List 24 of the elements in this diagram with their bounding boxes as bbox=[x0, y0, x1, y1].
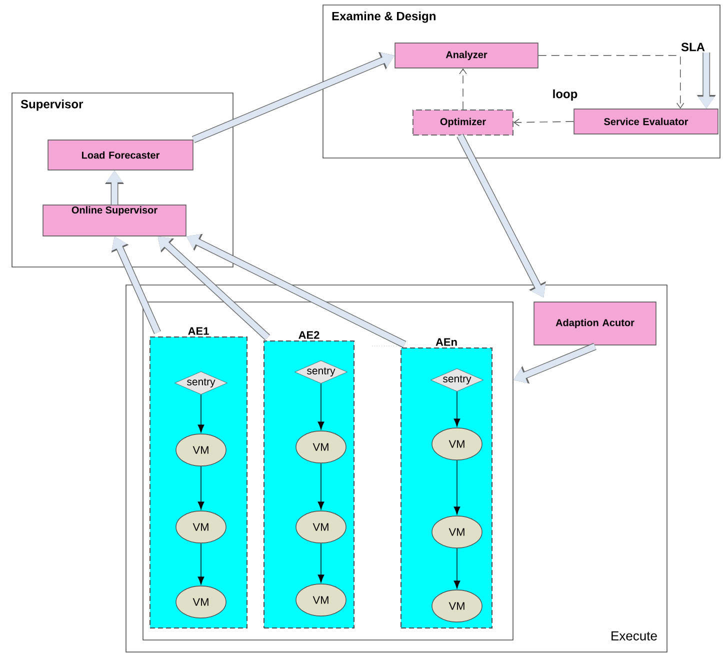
arrow bbox=[198, 394, 204, 433]
arrow bbox=[198, 466, 204, 510]
text-label: SLA bbox=[681, 42, 705, 52]
arrow bbox=[198, 543, 204, 585]
arrow bbox=[459, 68, 467, 110]
arrow bbox=[454, 548, 460, 589]
process-box: Adaption Acutor bbox=[534, 302, 656, 346]
group-box bbox=[142, 302, 514, 640]
arrow bbox=[454, 460, 460, 515]
arrow bbox=[514, 118, 574, 126]
arrow bbox=[318, 543, 324, 583]
text-label: loop bbox=[553, 89, 578, 101]
process-box: Online Supervisor bbox=[42, 204, 186, 236]
process-box: Analyzer bbox=[394, 42, 538, 68]
arrow bbox=[318, 383, 324, 430]
node-label: AE2 bbox=[298, 331, 320, 339]
process-box: Optimizer bbox=[412, 110, 514, 136]
node-label: AEn bbox=[436, 338, 457, 346]
arrow bbox=[538, 55, 684, 109]
node-label: AE1 bbox=[188, 327, 209, 335]
arrow bbox=[454, 391, 460, 427]
process-box: Load Forecaster bbox=[48, 140, 194, 170]
process-box: Service Evaluator bbox=[574, 108, 718, 134]
arrow bbox=[318, 463, 324, 510]
